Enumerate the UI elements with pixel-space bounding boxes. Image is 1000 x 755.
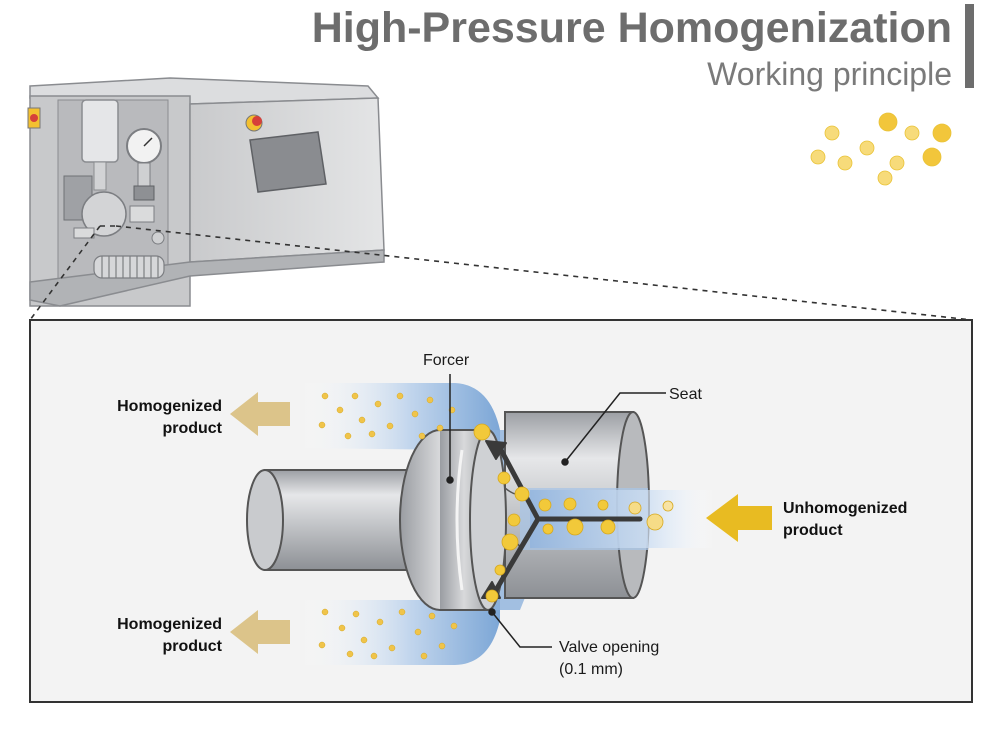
valve-opening-label-line2: (0.1 mm) <box>559 661 623 678</box>
droplet-cluster <box>810 112 952 186</box>
homogenized-top-arrow <box>230 392 290 436</box>
homogenized-bottom-arrow <box>230 610 290 654</box>
title-accent-bar <box>965 4 974 88</box>
valve-opening-label-line1: Valve opening <box>559 639 660 656</box>
homogenized-top-label-line2: product <box>162 420 222 437</box>
unhomogenized-label-line1: Unhomogenized <box>783 500 908 517</box>
leader-lines <box>446 374 666 648</box>
seat-label: Seat <box>669 386 702 403</box>
page-title: High-Pressure Homogenization <box>311 4 952 52</box>
homogenizer-machine <box>27 77 385 307</box>
homogenized-bottom-label-line1: Homogenized <box>117 616 222 633</box>
valve-forcer <box>246 429 507 611</box>
droplets-homogenized-top <box>318 392 456 440</box>
page-subtitle: Working principle <box>707 56 952 92</box>
forcer-label: Forcer <box>423 352 470 369</box>
homogenized-top-label-line1: Homogenized <box>117 398 222 415</box>
unhomogenized-arrow <box>706 494 772 542</box>
unhomogenized-label-line2: product <box>783 522 843 539</box>
title-block: High-Pressure Homogenization Working pri… <box>312 4 952 94</box>
homogenized-bottom-label-line2: product <box>162 638 222 655</box>
droplets-flow <box>473 423 674 603</box>
zoom-callout-lines <box>29 225 973 321</box>
droplets-homogenized-bottom <box>318 608 458 660</box>
